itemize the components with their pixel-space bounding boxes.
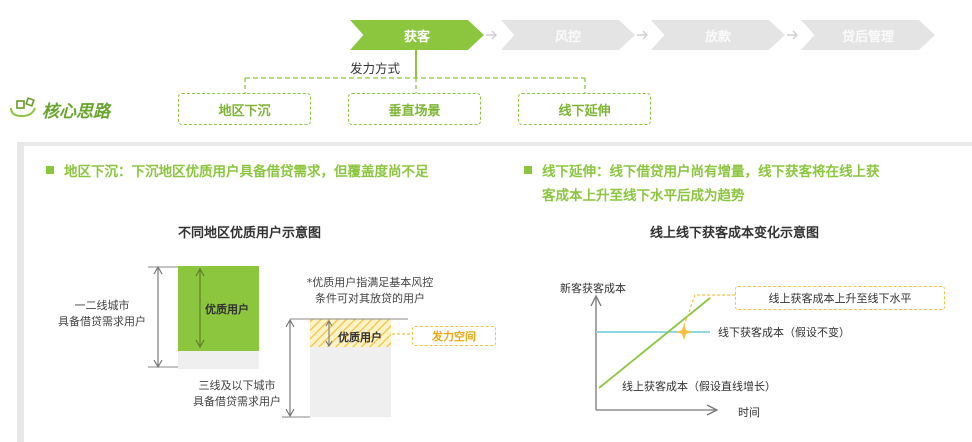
right-heading-line1: 线下延伸：线下借贷用户尚有增量，线下获客将在线上获 [542,164,880,180]
stage-loan[interactable]: 放款 [651,20,785,50]
callout-box: 线上获客成本上升至线下水平 [735,286,945,310]
method-connectors [244,50,586,93]
arrow-right-icon [637,30,648,40]
stage-post-loan-label: 贷后管理 [841,29,894,45]
effort-label: 发力空间 [432,330,476,343]
left-chart-title: 不同地区优质用户示意图 [178,226,322,241]
tier1-quality-bar [178,266,259,351]
bullet-square [46,166,54,174]
tier3-quality-bar [310,319,391,347]
stage-loan-label: 放款 [704,29,731,45]
online-cost-label: 线上获客成本（假设直线增长） [622,380,776,393]
method-offline-label: 线下延伸 [558,103,611,119]
idea-icon [10,97,36,118]
arrow-right-icon [787,30,798,40]
tier1-quality-label: 优质用户 [205,303,249,316]
bullet-square [524,166,532,174]
tier3-label-line1: 三线及以下城市 [198,379,276,392]
x-axis-label: 时间 [738,406,760,419]
panel-left-border [17,142,24,442]
y-axis-label: 新客获客成本 [560,282,626,295]
left-heading-text: 地区下沉：下沉地区优质用户具备借贷需求，但覆盖度尚不足 [64,164,429,180]
footnote-line1: *优质用户指满足基本风控 [306,276,434,289]
stage-risk-label: 风控 [554,29,581,45]
stage-risk[interactable]: 风控 [501,20,635,50]
tier3-label-line2: 具备借贷需求用户 [193,395,281,408]
cost-chart [590,294,735,416]
method-vertical[interactable]: 垂直场景 [348,93,481,125]
online-cost-line [598,297,711,389]
right-chart-title: 线上线下获客成本变化示意图 [650,226,820,241]
method-offline[interactable]: 线下延伸 [518,93,651,125]
method-region-label: 地区下沉 [218,103,271,119]
method-vertical-label: 垂直场景 [388,103,441,119]
stage-acquire[interactable]: 获客 [350,20,484,50]
footnote-line2: 条件可对其放贷的用户 [315,292,425,305]
footnote: *优质用户指满足基本风控 条件可对其放贷的用户 [300,275,440,307]
tier1-rest-bar [178,351,259,369]
arrow-right-icon [486,30,497,40]
left-heading: 地区下沉：下沉地区优质用户具备借贷需求，但覆盖度尚不足 [46,160,516,184]
tier3-quality-label: 优质用户 [338,331,382,344]
stage-acquire-label: 获客 [403,29,430,45]
right-heading: 线下延伸：线下借贷用户尚有增量，线下获客将在线上获 客成本上升至线下水平后成为趋… [524,160,954,208]
stage-post-loan[interactable]: 贷后管理 [801,20,935,50]
region-diagram [148,265,412,418]
tier3-rest-bar [310,347,391,417]
core-title: 核心思路 [42,102,110,122]
right-heading-line2: 客成本上升至线下水平后成为趋势 [542,188,745,204]
tier1-label-line1: 一二线城市 [74,299,130,312]
method-region[interactable]: 地区下沉 [178,93,311,125]
offline-cost-label: 线下获客成本（假设不变） [718,326,850,339]
callout-text: 线上获客成本上升至线下水平 [768,292,912,305]
force-label: 发力方式 [348,58,403,77]
tier3-label: 三线及以下城市 具备借贷需求用户 [182,378,292,410]
tier1-label-line2: 具备借贷需求用户 [58,315,146,328]
intersection-star-icon [676,324,692,340]
tier1-label: 一二线城市 具备借贷需求用户 [50,298,154,330]
effort-callout: 发力空间 [412,326,496,346]
panel-top-border [17,142,972,146]
